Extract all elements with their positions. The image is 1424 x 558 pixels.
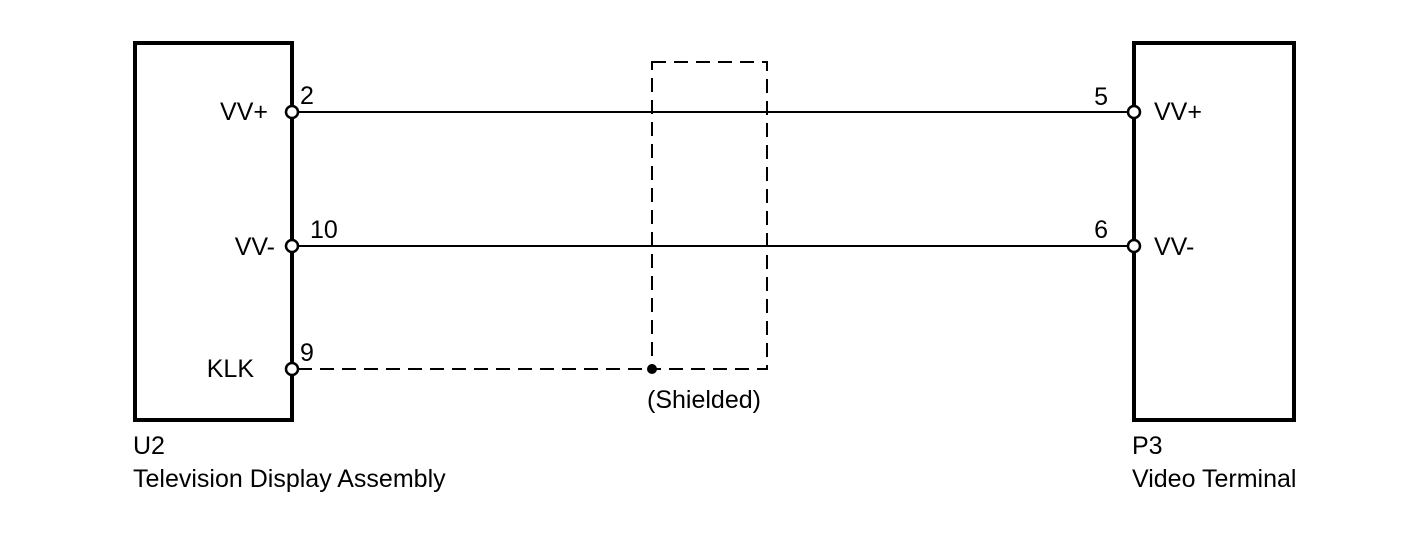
left-signal-vv-plus: VV+ [220,98,268,126]
left-component-box [133,41,294,422]
left-signal-vv-minus: VV- [235,233,275,261]
pin-terminal-u2-9 [284,361,300,377]
shield-junction-dot [647,364,657,374]
left-pin-number-klk: 9 [300,339,314,367]
shield-outline [651,61,768,370]
right-component-box [1132,41,1296,422]
pin-terminal-p3-6 [1126,238,1142,254]
pin-terminal-p3-5 [1126,104,1142,120]
left-component-id: U2 [133,432,165,460]
pin-terminal-u2-2 [284,104,300,120]
shield-label: (Shielded) [647,386,761,414]
left-pin-number-vv-minus: 10 [310,216,338,244]
right-signal-vv-minus: VV- [1154,233,1194,261]
left-signal-klk: KLK [207,355,255,383]
left-component-name: Television Display Assembly [133,465,446,493]
right-pin-number-vv-plus: 5 [1094,83,1108,111]
left-pin-number-vv-plus: 2 [300,82,314,110]
right-signal-vv-plus: VV+ [1154,98,1202,126]
pin-terminal-u2-10 [284,238,300,254]
right-pin-number-vv-minus: 6 [1094,216,1108,244]
right-component-id: P3 [1132,432,1163,460]
right-component-name: Video Terminal [1132,465,1296,493]
